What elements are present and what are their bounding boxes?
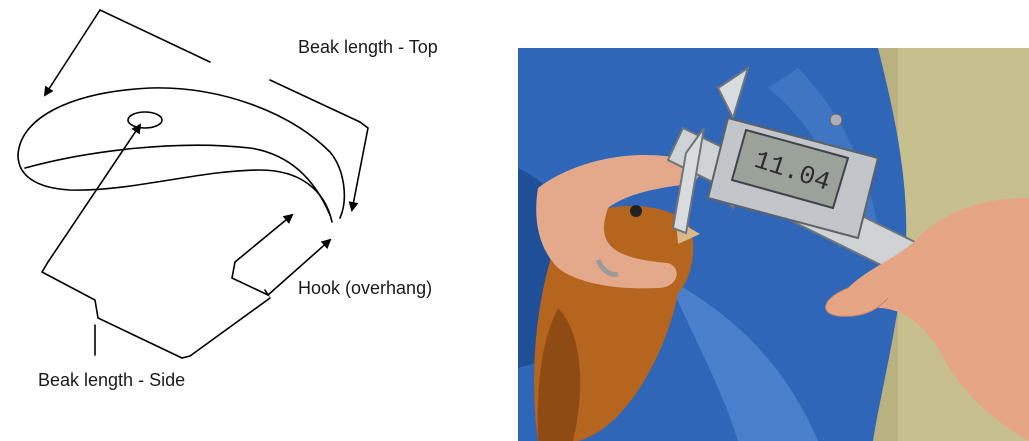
- hook-bracket: [232, 262, 268, 295]
- nostril: [128, 112, 162, 128]
- label-beak-length-top: Beak length - Top: [298, 37, 438, 58]
- side-bracket-line: [42, 262, 190, 358]
- beak-lower-outline: [18, 155, 332, 222]
- caliper-measurement-photo: 11.04: [518, 48, 1029, 441]
- label-beak-length-side: Beak length - Side: [38, 370, 185, 391]
- label-hook-overhang: Hook (overhang): [298, 278, 432, 299]
- beak-mouth-line: [25, 145, 330, 215]
- top-bracket-line: [100, 10, 210, 62]
- chick-eye: [630, 205, 642, 217]
- beak-upper-outline: [18, 88, 344, 218]
